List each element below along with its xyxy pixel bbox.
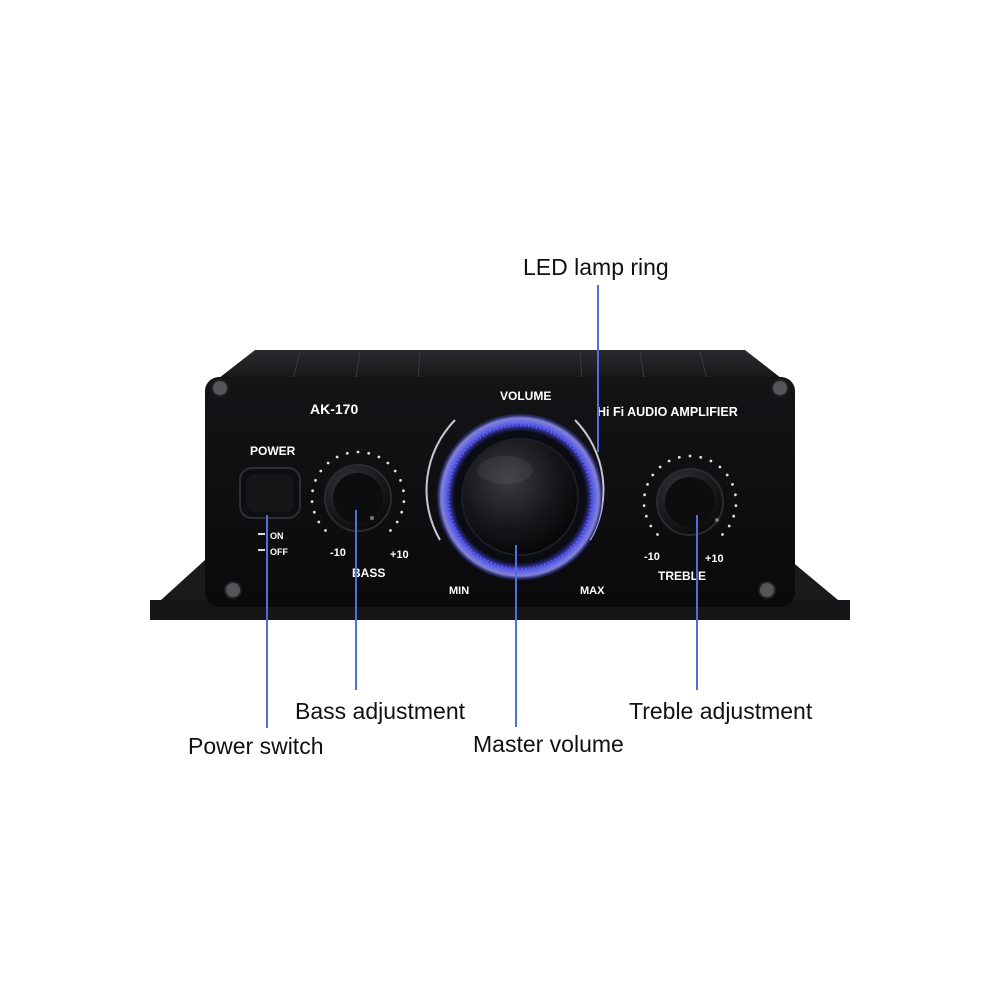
scale-dot — [646, 483, 649, 486]
scale-dot — [709, 459, 713, 463]
treble-max-label: +10 — [705, 553, 724, 565]
scale-dot — [367, 451, 371, 455]
callout-bass-adjustment: Bass adjustment — [295, 698, 466, 724]
volume-arc-left — [425, 419, 456, 541]
scale-dot — [642, 504, 646, 507]
scale-dot — [644, 514, 648, 518]
scale-dot — [386, 461, 390, 465]
switch-on-label: ON — [270, 531, 284, 541]
scale-dot — [732, 514, 736, 518]
scale-dot — [399, 479, 402, 482]
scale-dot — [324, 529, 327, 532]
callout-led-lamp-ring: LED lamp ring — [523, 254, 669, 280]
switch-indicator-icon — [258, 533, 265, 551]
volume-min-label: MIN — [449, 585, 469, 597]
callout-treble-adjustment: Treble adjustment — [629, 698, 813, 724]
scale-dot — [667, 459, 671, 463]
scale-dot — [402, 500, 406, 503]
screw-icon — [211, 379, 789, 599]
scale-dot — [688, 454, 692, 458]
scale-dot — [699, 455, 703, 459]
callout-master-volume: Master volume — [473, 731, 624, 757]
scale-dot — [643, 493, 646, 497]
scale-dot — [677, 455, 681, 459]
switch-off-label: OFF — [270, 547, 288, 557]
treble-knob[interactable] — [656, 468, 724, 536]
bass-label: BASS — [352, 566, 385, 580]
scale-dot — [389, 529, 392, 532]
scale-dot — [718, 465, 722, 469]
scale-dot — [725, 473, 729, 477]
scale-dot — [658, 465, 662, 469]
scale-dot — [319, 469, 323, 473]
scale-dot — [721, 533, 724, 536]
scale-dot — [311, 489, 314, 493]
bass-scale-dots — [310, 450, 406, 532]
power-label: POWER — [250, 444, 296, 458]
treble-scale-dots — [642, 454, 738, 536]
scale-dot — [326, 461, 330, 465]
bass-max-label: +10 — [390, 549, 409, 561]
scale-dot — [335, 455, 339, 459]
led-lamp-ring-segments — [444, 421, 596, 573]
scale-dot — [310, 500, 314, 503]
scale-dot — [312, 510, 316, 514]
model-label: AK-170 — [310, 401, 358, 417]
volume-label: VOLUME — [500, 389, 551, 403]
bass-knob[interactable] — [324, 464, 392, 532]
scale-dot — [734, 493, 737, 497]
scale-dot — [345, 451, 349, 455]
bass-min-label: -10 — [330, 547, 346, 559]
scale-dot — [651, 473, 655, 477]
callout-leader-lines — [266, 285, 698, 728]
callout-power-switch: Power switch — [188, 733, 324, 759]
scale-dot — [734, 504, 738, 507]
scale-dot — [649, 524, 653, 528]
scale-dot — [656, 533, 659, 536]
volume-max-label: MAX — [580, 585, 605, 597]
master-volume-knob[interactable] — [461, 438, 579, 556]
scale-dot — [317, 520, 321, 524]
scale-dot — [393, 469, 397, 473]
treble-min-label: -10 — [644, 551, 660, 563]
scale-dot — [314, 479, 317, 482]
scale-dot — [727, 524, 731, 528]
scale-dot — [395, 520, 399, 524]
scale-dot — [356, 450, 360, 454]
scale-dot — [377, 455, 381, 459]
scale-dot — [400, 510, 404, 514]
treble-label: TREBLE — [658, 569, 706, 583]
product-line-label: Hi Fi AUDIO AMPLIFIER — [597, 405, 738, 419]
scale-dot — [731, 483, 734, 486]
power-button[interactable] — [239, 467, 301, 519]
scale-dot — [402, 489, 405, 493]
